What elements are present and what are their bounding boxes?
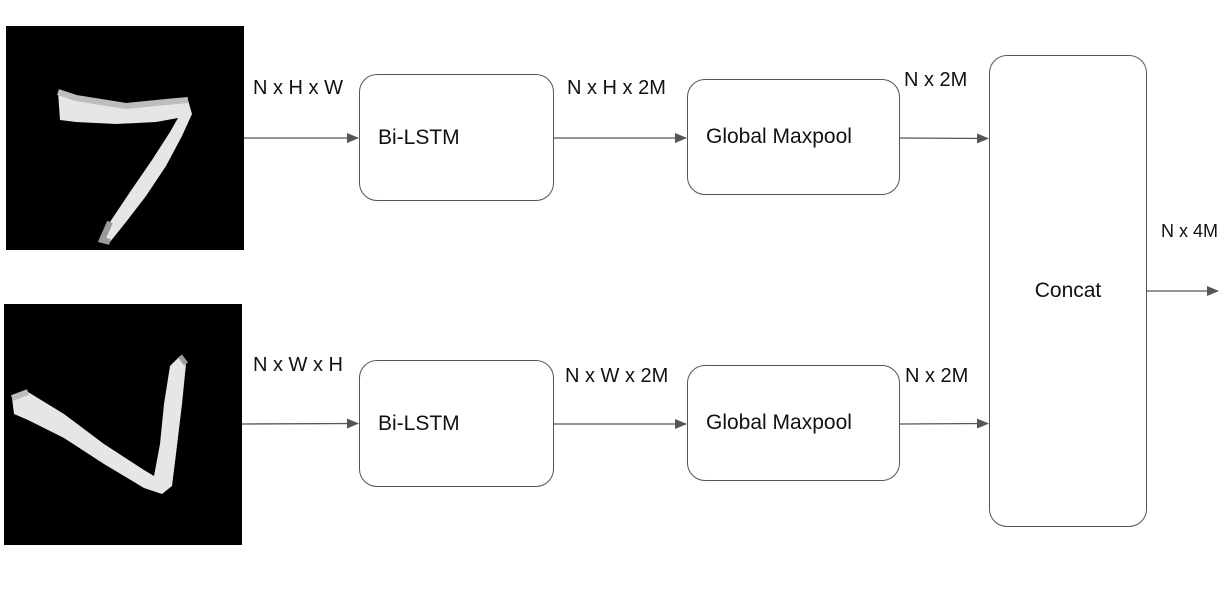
dims-label-bottom-lstm-out: N x W x 2M	[565, 365, 669, 387]
concat-node: Concat	[989, 55, 1147, 527]
arrow-pool-to-concat-bottom	[899, 418, 989, 429]
digit-seven-transposed-drawing	[4, 304, 242, 545]
dims-label-top-pool-out: N x 2M	[904, 69, 968, 91]
dims-label-bottom-input: N x W x H	[253, 354, 343, 376]
dims-label-top-input: N x H x W	[253, 77, 343, 99]
global-maxpool-node-bottom: Global Maxpool	[687, 365, 900, 481]
digit-seven-drawing	[6, 26, 244, 250]
global-maxpool-label-bottom: Global Maxpool	[706, 411, 852, 434]
input-image-digit-seven	[6, 26, 244, 250]
dims-label-top-lstm-out: N x H x 2M	[567, 77, 666, 99]
global-maxpool-node-top: Global Maxpool	[687, 79, 900, 195]
arrow-image-to-lstm-bottom	[241, 418, 359, 429]
global-maxpool-label-top: Global Maxpool	[706, 125, 852, 148]
bi-lstm-label-bottom: Bi-LSTM	[378, 411, 460, 435]
bi-lstm-label-top: Bi-LSTM	[378, 125, 460, 149]
arrow-pool-to-concat-top	[899, 133, 989, 144]
input-image-digit-seven-transposed	[4, 304, 242, 545]
concat-label: Concat	[1034, 279, 1102, 302]
bi-lstm-node-top: Bi-LSTM	[359, 74, 554, 201]
bi-lstm-node-bottom: Bi-LSTM	[359, 360, 554, 487]
dims-label-output: N x 4M	[1161, 221, 1219, 241]
dims-label-bottom-pool-out: N x 2M	[905, 365, 969, 387]
